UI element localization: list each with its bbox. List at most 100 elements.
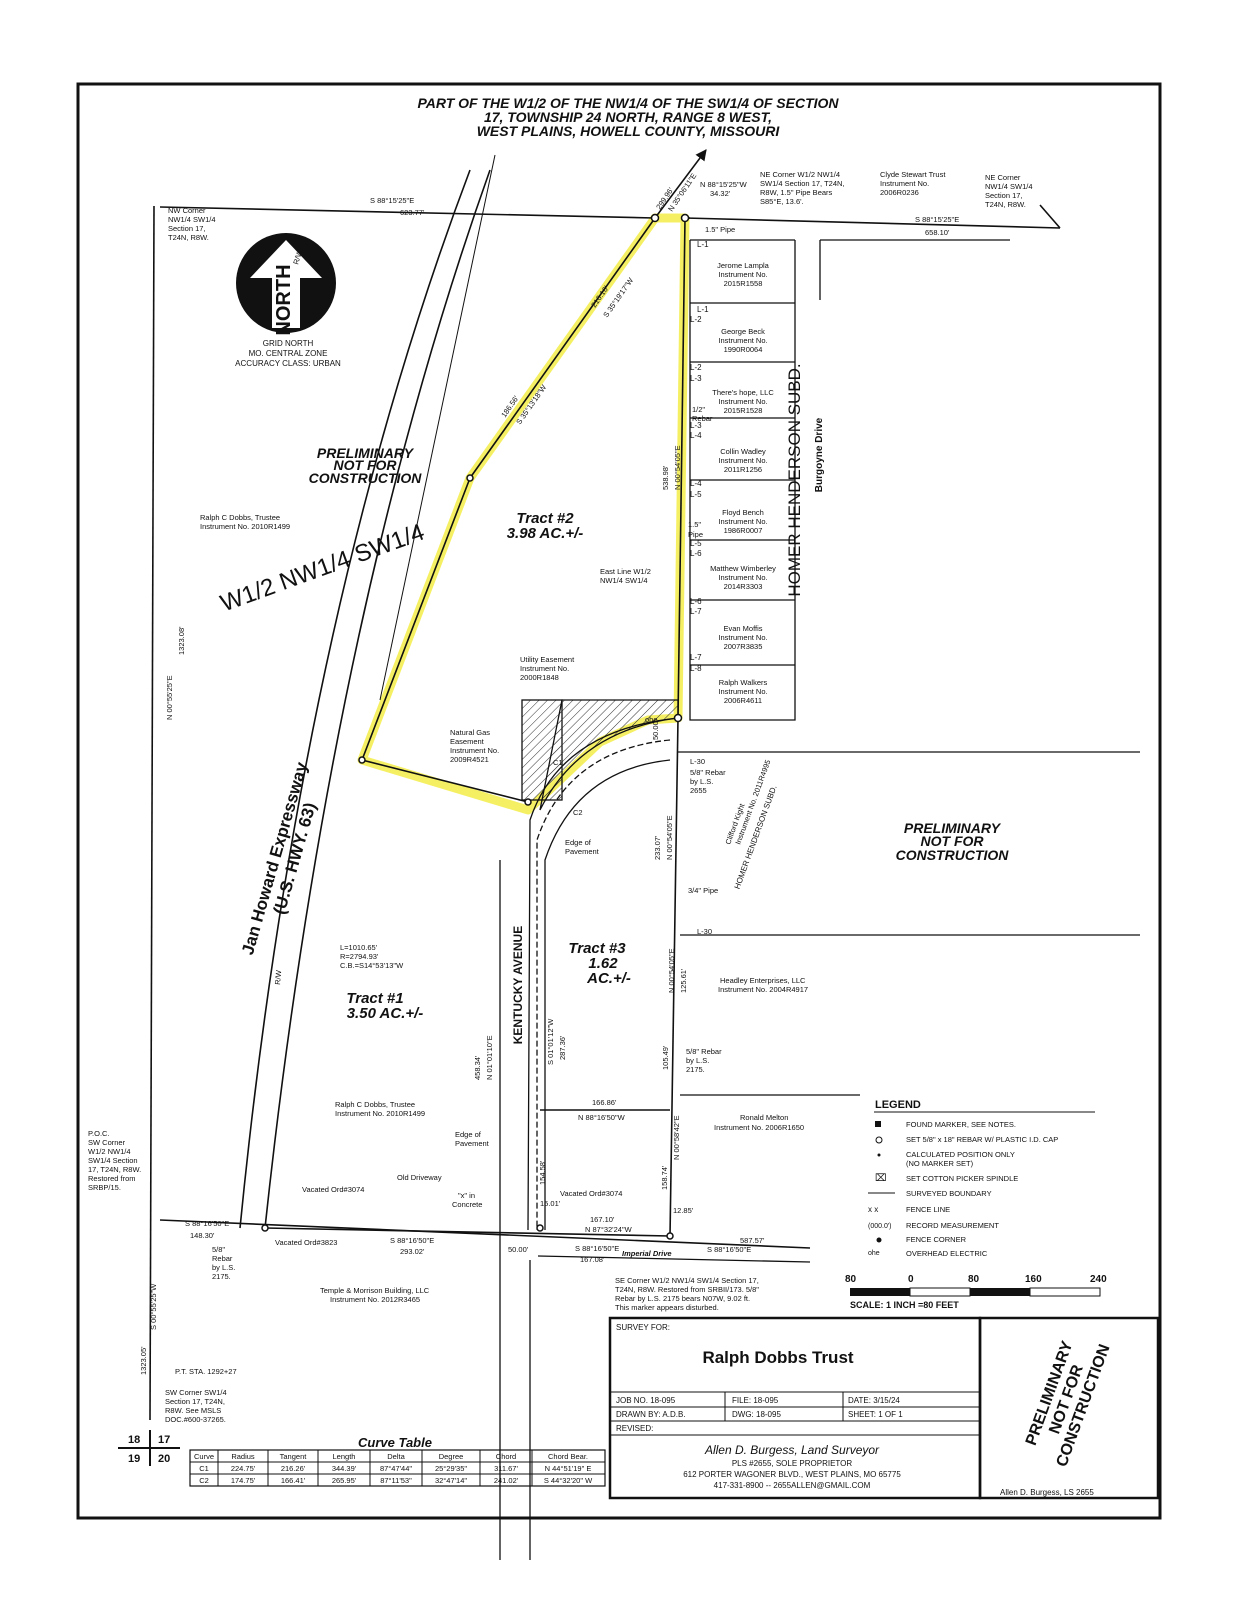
utility-note: Utility Easement — [520, 655, 575, 664]
lot-num: 2014R3303 — [724, 582, 763, 591]
curve-header: Length — [333, 1452, 356, 1461]
rebar-note: by L.S. — [690, 777, 713, 786]
section-num: 18 — [128, 1434, 140, 1446]
lot-owner: Jerome Lampla — [717, 261, 770, 270]
distance: 34.32' — [710, 189, 731, 198]
grid-north-note: GRID NORTH — [263, 339, 314, 348]
lot-owner: Matthew Wimberley — [710, 564, 776, 573]
corner-note: NE Corner — [985, 173, 1021, 182]
corner-note: SW Corner SW1/4 — [165, 1388, 227, 1397]
prelim-1: PRELIMINARY — [317, 445, 415, 461]
corner-note: SW Corner — [88, 1138, 126, 1147]
expressway-centerline — [379, 154, 496, 701]
lot-inst: Instrument No. — [718, 336, 767, 345]
corner-note: NE Corner W1/2 NW1/4 — [760, 170, 840, 179]
owner-note: Instrument No. 2010R1499 — [335, 1109, 425, 1118]
pipe-note: 1.5" Pipe — [705, 225, 735, 234]
pipe-note: 3/4" Pipe — [688, 886, 718, 895]
lot-owner: Ralph Walkers — [719, 678, 768, 687]
lot-num: 1986R0007 — [724, 526, 763, 535]
l-label: L-5 — [690, 490, 702, 499]
corner-note: Section 17, — [168, 224, 206, 233]
bearing: S 88°15'25"E — [915, 215, 959, 224]
bearing: N 01°01'10"E — [485, 1035, 494, 1080]
section-grid: 18 17 19 20 — [118, 1430, 180, 1466]
l-labels: L-1 L-1 L-2 L-2 L-3 L-3 L-4 L-4 L-5 L-5 … — [690, 240, 709, 673]
distance: 1323.08' — [177, 626, 186, 655]
owner-note: Instrument No. 2006R1650 — [714, 1123, 804, 1132]
curve-cell: 265.95' — [332, 1476, 357, 1485]
survey-for-label: SURVEY FOR: — [616, 1323, 670, 1332]
fence-icon: x x — [868, 1205, 878, 1214]
signature: Allen D. Burgess, LS 2655 — [1000, 1488, 1094, 1497]
surveyor-contact: 417-331-8900 -- 2655ALLEN@GMAIL.COM — [714, 1481, 871, 1490]
vacated-note: Vacated Ord#3823 — [275, 1238, 337, 1247]
corner-notes: NW Corner NW1/4 SW1/4 Section 17, T24N, … — [88, 170, 1033, 1424]
bearing: N 88°16'50"W — [578, 1113, 626, 1122]
pipe-note: 1.5" — [688, 520, 701, 529]
l-label: L-4 — [690, 431, 702, 440]
pavement-note: Pavement — [565, 847, 600, 856]
curve-table: Curve Table Curve Radius Tangent Length … — [189, 1435, 606, 1487]
lot-inst: Instrument No. — [718, 270, 767, 279]
scale-tick: 0 — [908, 1274, 914, 1285]
corner-note: W1/2 NW1/4 — [88, 1147, 131, 1156]
distance: 125.61' — [679, 968, 688, 993]
distance: 458.34' — [473, 1055, 482, 1080]
prelim-2: NOT FOR — [334, 457, 398, 473]
corner-note: This marker appears disturbed. — [615, 1303, 719, 1312]
zone-note: MO. CENTRAL ZONE — [249, 349, 328, 358]
corner-note: P.O.C. — [88, 1129, 110, 1138]
curve-cell: 25°29'35" — [435, 1464, 467, 1473]
corner-note: SE Corner W1/2 NW1/4 SW1/4 Section 17, — [615, 1276, 759, 1285]
ohe-icon: ohe — [868, 1250, 880, 1257]
l30-label: L-30 — [690, 757, 705, 766]
corner-note: R8W, 1.5" Pipe Bears — [760, 188, 833, 197]
corner-note: NW1/4 SW1/4 — [985, 182, 1033, 191]
rebar-note: 2655 — [690, 786, 707, 795]
corner-note: NW1/4 SW1/4 — [168, 215, 216, 224]
lot-inst: Instrument No. — [718, 517, 767, 526]
scale-label: SCALE: 1 INCH =80 FEET — [850, 1300, 959, 1310]
curve-cell: S 44°32'20" W — [544, 1476, 593, 1485]
tract-3-name: Tract #3 — [568, 940, 626, 957]
distance: 658.10' — [925, 228, 950, 237]
legend-item: FENCE LINE — [906, 1205, 950, 1214]
l30-label: L-30 — [697, 927, 712, 936]
sheet-number: SHEET: 1 OF 1 — [848, 1410, 903, 1419]
drawn-by: DRAWN BY: A.D.B. — [616, 1410, 686, 1419]
section-num: 17 — [158, 1434, 170, 1446]
rebar-note: 5/8" — [212, 1245, 225, 1254]
corner-note: T24N, R8W. — [168, 233, 209, 242]
distance: 154.58' — [538, 1160, 547, 1185]
expressway-label: Jan Howard Expressway (U.S. HWY. 63) — [238, 760, 320, 957]
owner-note: Instrument No. 2004R4917 — [718, 985, 808, 994]
title-block: SURVEY FOR: Ralph Dobbs Trust JOB NO. 18… — [608, 1316, 1160, 1500]
kentucky-label: KENTUCKY AVENUE — [511, 926, 525, 1044]
distance: 50.00' — [508, 1245, 529, 1254]
section-num: 20 — [158, 1453, 170, 1465]
set-rebar-icon — [875, 1136, 883, 1144]
legend: LEGEND ⌧ x x (000.0') ohe FOUND MARKER, … — [868, 1099, 1095, 1258]
lot-inst: Instrument No. — [718, 456, 767, 465]
bearing: N 88°15'25"W — [700, 180, 748, 189]
corner-markers — [261, 213, 690, 1240]
curve-cell: 166.41' — [281, 1476, 306, 1485]
l-label: L-3 — [690, 421, 702, 430]
east-line-note: NW1/4 SW1/4 — [600, 576, 648, 585]
bearing: N 00°54'05"E — [665, 815, 674, 860]
legend-item: FOUND MARKER, SEE NOTES. — [906, 1120, 1016, 1129]
title-line-1: PART OF THE W1/2 OF THE NW1/4 OF THE SW1… — [417, 95, 839, 111]
pt-station: P.T. STA. 1292+27 — [175, 1367, 237, 1376]
lot-num: 1990R0064 — [724, 345, 763, 354]
tract-2-area: 3.98 AC.+/- — [507, 525, 584, 542]
bearing: N 00°54'05"E — [667, 948, 676, 993]
rw-label: R/W — [273, 969, 283, 985]
rebar-note: Rebar — [692, 414, 713, 423]
homer-subd-label: HOMER HENDERSON SUBD. — [785, 363, 804, 596]
lot-num: 2006R4611 — [724, 696, 762, 705]
accuracy-note: ACCURACY CLASS: URBAN — [235, 359, 341, 368]
corner-note: S85°E, 13.6'. — [760, 197, 804, 206]
distance: 105.49' — [661, 1045, 670, 1070]
prelim-r-2: NOT FOR — [921, 833, 985, 849]
